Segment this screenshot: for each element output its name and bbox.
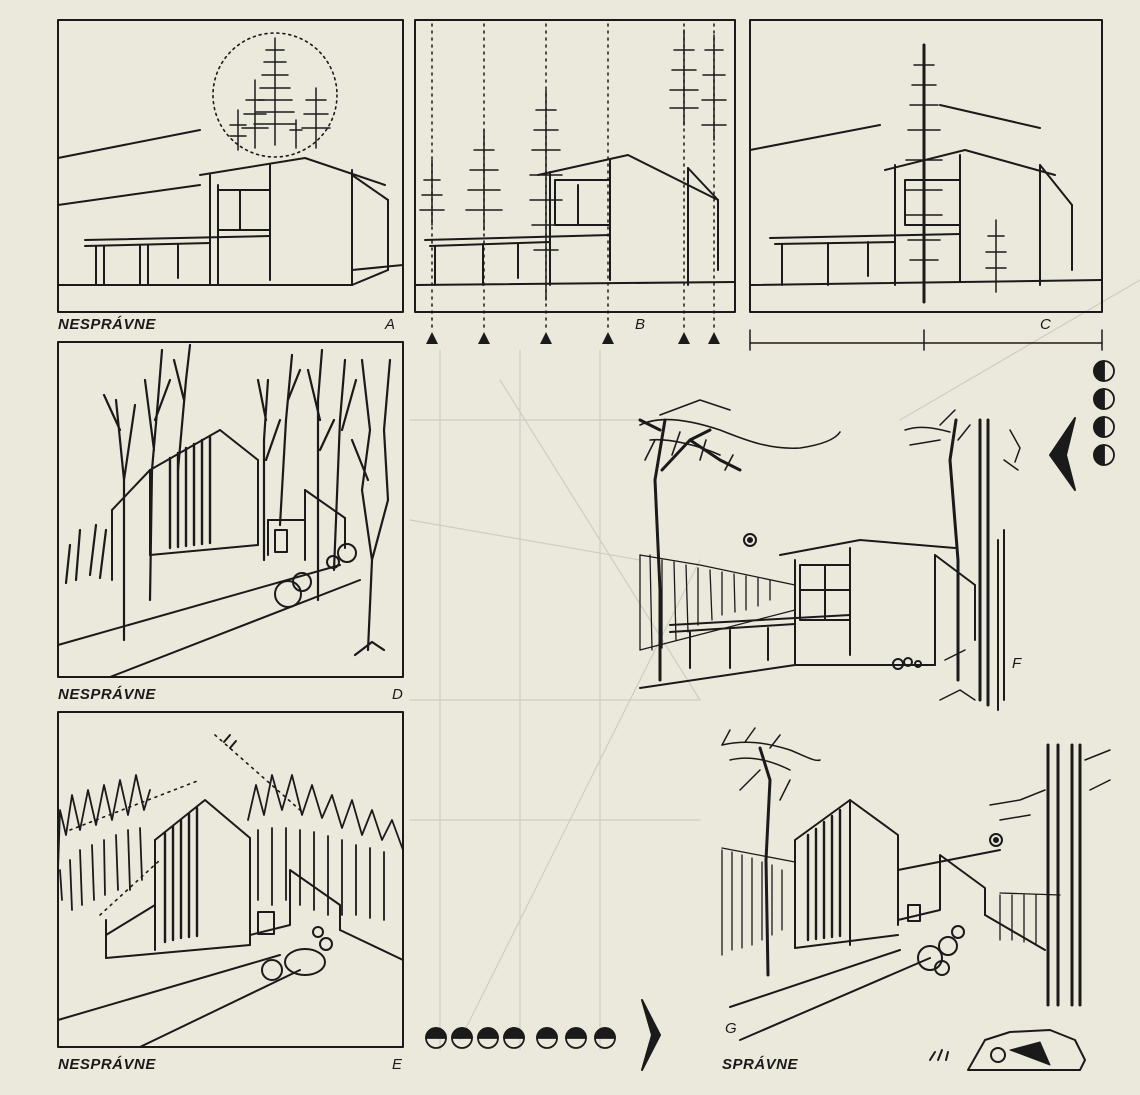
label-wrong-d: NESPRÁVNE — [58, 686, 156, 703]
panel-b-drawing — [414, 19, 736, 344]
panel-letter-c: C — [1040, 316, 1051, 333]
panel-letter-b: B — [635, 316, 646, 333]
panel-a-drawing — [57, 19, 404, 313]
background-ghost-lines — [409, 279, 1140, 1051]
chevron-left-icon — [1049, 417, 1076, 491]
chevron-right-icon — [641, 999, 661, 1071]
panel-letter-g: G — [725, 1020, 737, 1037]
panel-d-drawing — [57, 341, 404, 678]
panel-e-drawing — [57, 711, 404, 1048]
half-circles-column-icon — [1093, 360, 1115, 466]
panel-letter-f: F — [1012, 655, 1022, 672]
panel-letter-d: D — [392, 686, 403, 703]
half-circles-row-icon — [425, 1027, 616, 1049]
panel-letter-e: E — [392, 1056, 403, 1073]
panel-letter-a: A — [385, 316, 396, 333]
panel-f-drawing — [638, 399, 1021, 711]
label-right-g: SPRÁVNE — [722, 1056, 799, 1073]
label-wrong-a: NESPRÁVNE — [58, 316, 156, 333]
panel-g-drawing — [721, 727, 1111, 1071]
label-wrong-e: NESPRÁVNE — [58, 1056, 156, 1073]
panel-c-drawing — [749, 19, 1103, 351]
